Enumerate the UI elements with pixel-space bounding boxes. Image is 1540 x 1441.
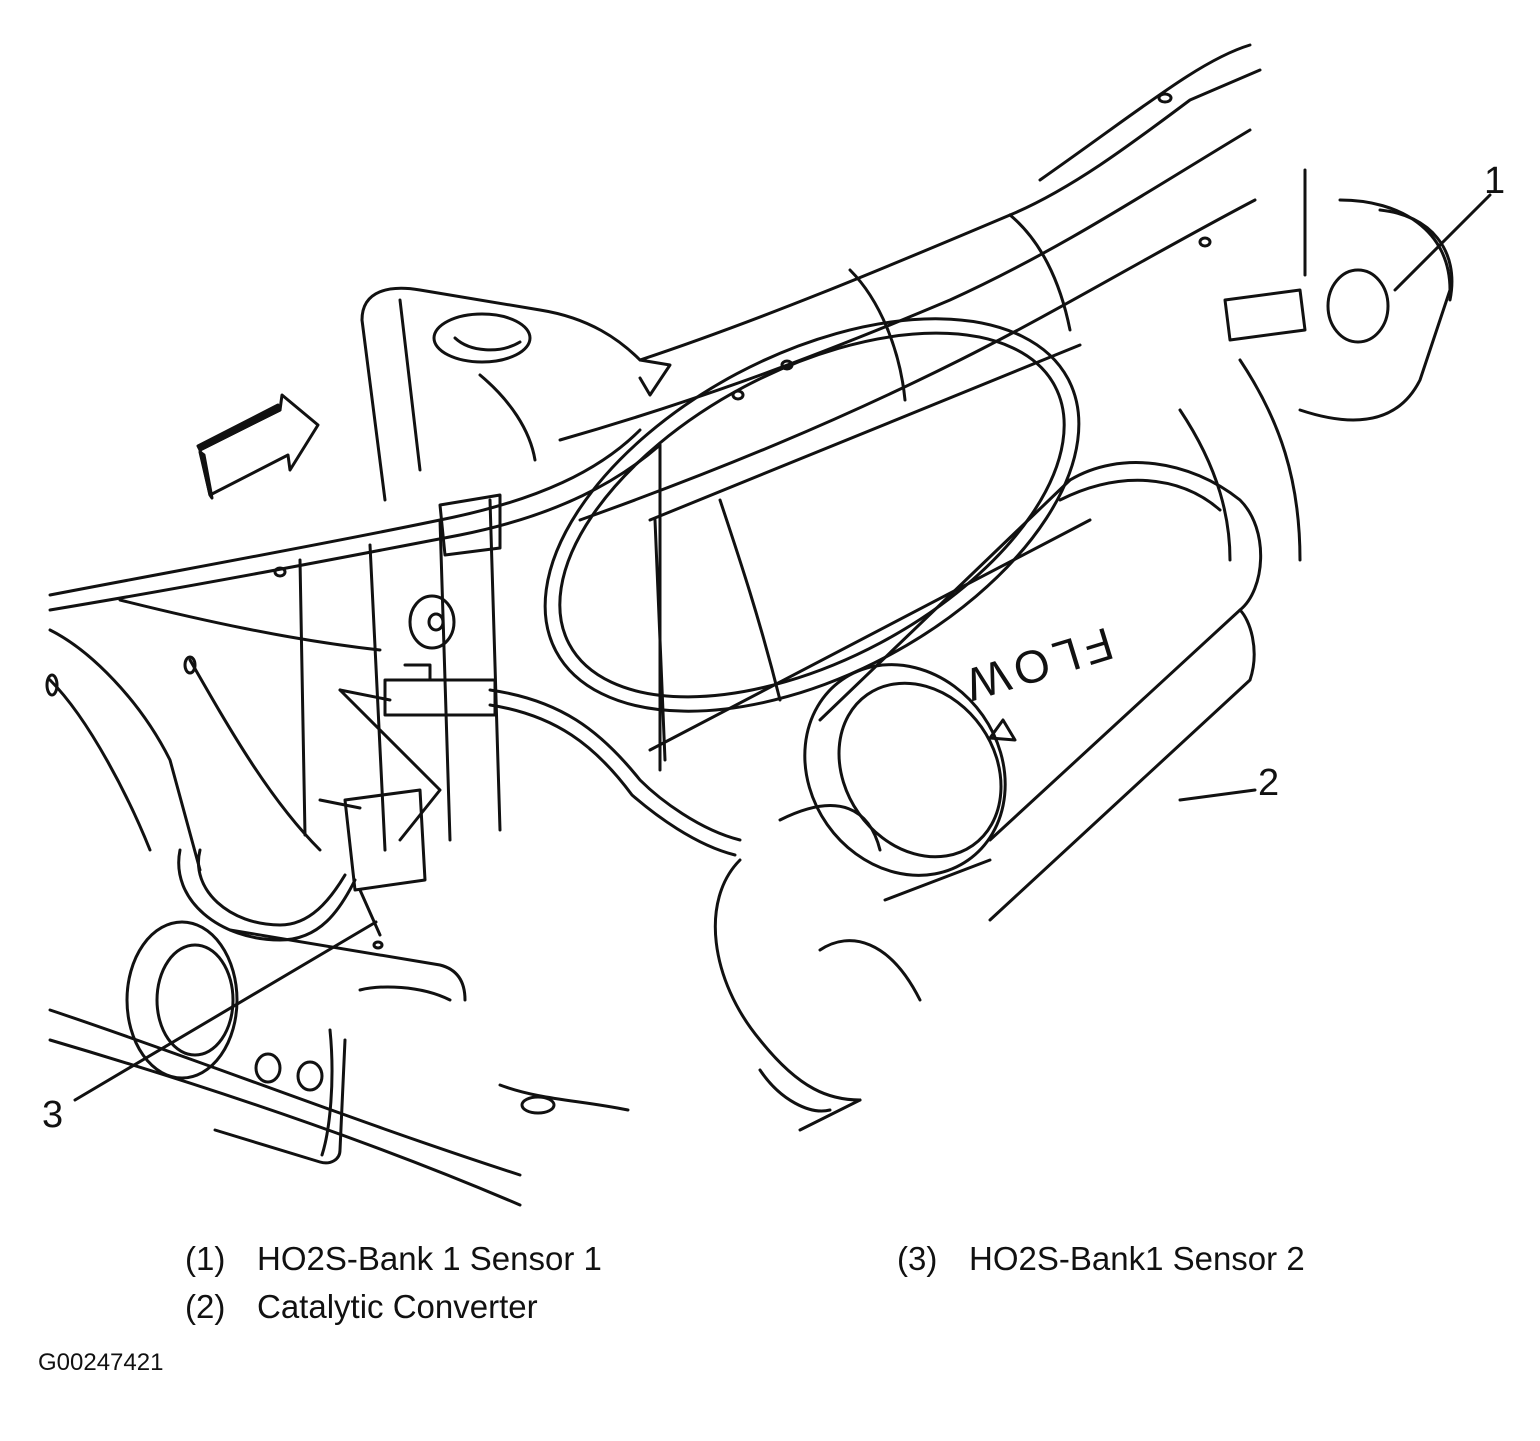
legend-item-1: (1) HO2S-Bank 1 Sensor 1 <box>185 1242 602 1275</box>
lower-frame-rail <box>45 343 1092 1207</box>
exhaust-pipe-front <box>1178 168 1454 562</box>
sensor-2-harness <box>177 658 742 950</box>
legend-item-text: Catalytic Converter <box>257 1288 538 1325</box>
leader-2 <box>1178 788 1257 802</box>
crossmember <box>360 286 672 502</box>
callout-2: 2 <box>1258 762 1279 804</box>
front-direction-arrow <box>196 393 320 500</box>
legend-item-number: (1) <box>185 1240 226 1277</box>
exhaust-diagram: FLOW 1 2 3 <box>42 43 1505 1207</box>
legend-item-3: (3) HO2S-Bank1 Sensor 2 <box>897 1242 1305 1275</box>
flow-label: FLOW <box>954 617 1119 713</box>
callout-leaders <box>73 193 1492 1102</box>
figure-id: G00247421 <box>38 1349 164 1376</box>
legend-item-number: (2) <box>185 1288 226 1325</box>
legend-item-text: HO2S-Bank1 Sensor 2 <box>969 1240 1305 1277</box>
legend-item-text: HO2S-Bank 1 Sensor 1 <box>257 1240 602 1277</box>
legend-item-2: (2) Catalytic Converter <box>185 1290 538 1323</box>
upper-frame-rail <box>558 43 1262 522</box>
callout-3: 3 <box>42 1094 63 1136</box>
exhaust-pipe-rear <box>713 804 922 1132</box>
legend-item-number: (3) <box>897 1240 938 1277</box>
leader-1 <box>1393 193 1492 292</box>
leader-3 <box>73 920 378 1102</box>
rear-bracket <box>125 920 467 1165</box>
callout-1: 1 <box>1484 160 1505 202</box>
